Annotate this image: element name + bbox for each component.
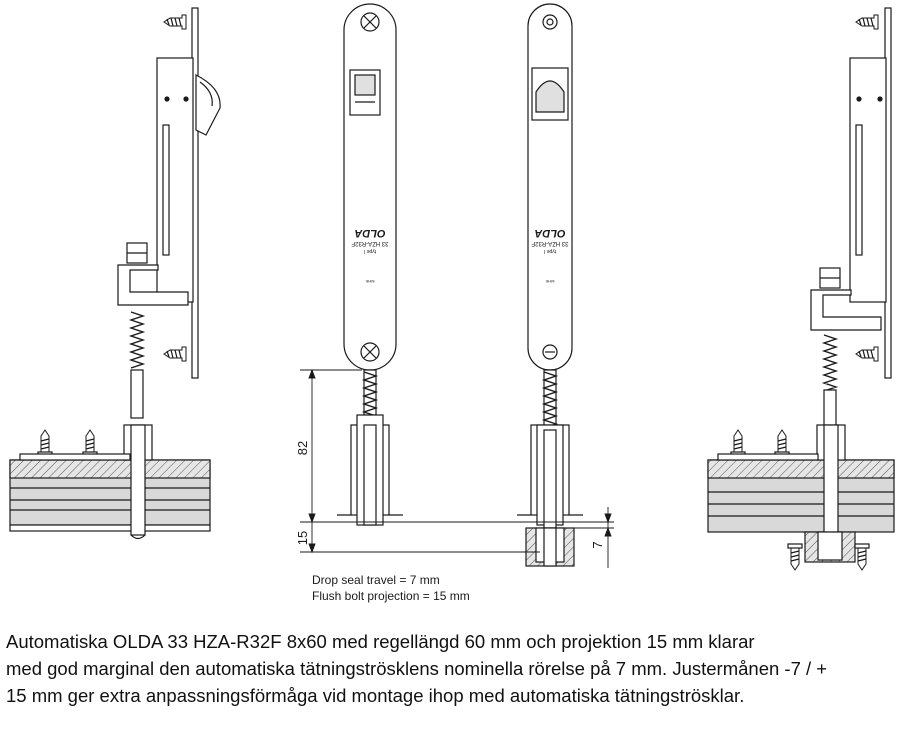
marking-model: 33 HZA-R32F [351, 240, 388, 246]
caption-line-2: med god marginal den automatiska tätning… [6, 658, 828, 679]
note-drop-seal-travel: Drop seal travel = 7 mm [312, 573, 440, 587]
caption-line-1: Automatiska OLDA 33 HZA-R32F 8x60 med re… [6, 631, 755, 652]
marking-type: type I [364, 248, 376, 254]
note-flush-bolt-projection: Flush bolt projection = 15 mm [312, 589, 470, 603]
marking-brand: OLDA [354, 227, 385, 239]
dimension-15-label: 15 [295, 531, 310, 545]
front-view-2 [517, 3, 583, 567]
marking-model: 33 HZA-R32F [531, 240, 568, 246]
marking-type: type I [544, 248, 556, 254]
right-side-view [707, 7, 895, 571]
front-view-1 [337, 3, 403, 526]
dimension-lines [300, 368, 614, 568]
technical-drawing: OLDA 33 HZA-R32F type I MHK OLDA 33 HZA-… [9, 3, 895, 603]
caption: Automatiska OLDA 33 HZA-R32F 8x60 med re… [6, 628, 896, 709]
plate-marking-2: OLDA 33 HZA-R32F type I MHK [531, 227, 568, 284]
left-side-view [9, 7, 221, 540]
dimension-82-label: 82 [295, 441, 310, 455]
plate-marking-1: OLDA 33 HZA-R32F type I MHK [351, 227, 388, 284]
marking-small: MHK [545, 279, 554, 284]
marking-small: MHK [365, 279, 374, 284]
marking-brand: OLDA [534, 227, 565, 239]
caption-line-3: 15 mm ger extra anpassningsförmåga vid m… [6, 685, 745, 706]
dimension-7-label: 7 [590, 541, 605, 548]
